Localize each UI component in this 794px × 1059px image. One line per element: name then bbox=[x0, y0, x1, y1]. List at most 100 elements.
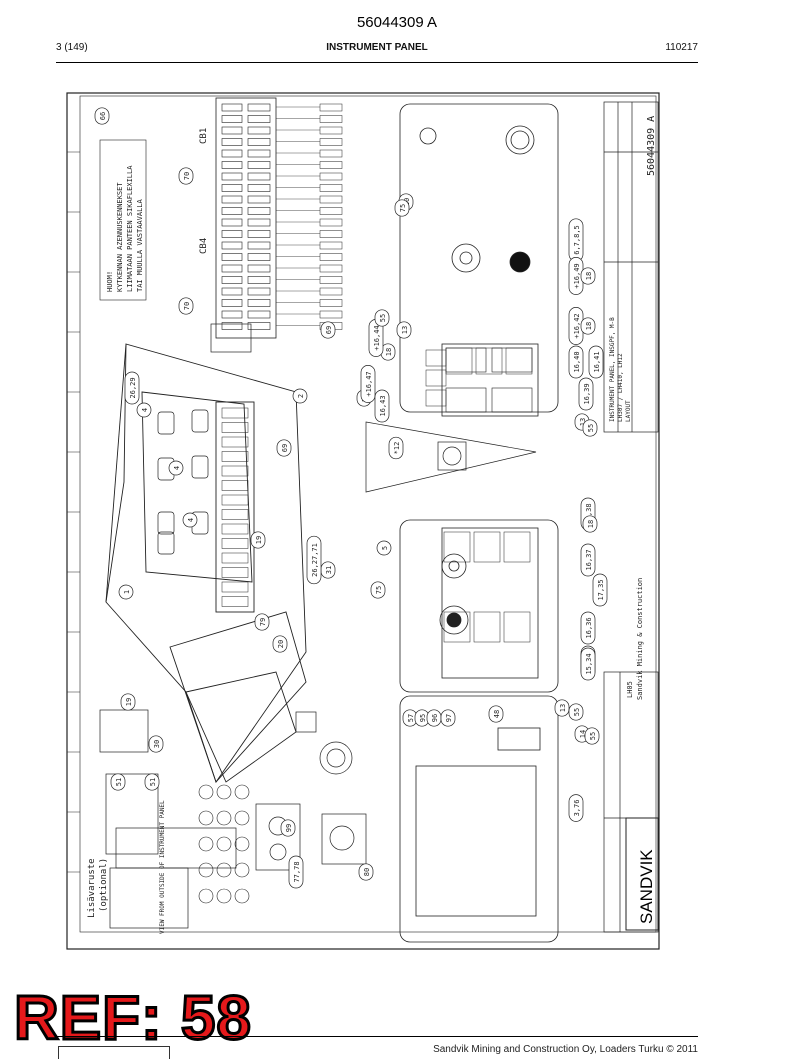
zone-ticks bbox=[67, 151, 80, 873]
page-title: INSTRUMENT PANEL bbox=[326, 42, 428, 53]
switch-module bbox=[443, 611, 471, 643]
callout: 19 bbox=[120, 693, 136, 711]
reference-stamp: REF: 58 bbox=[13, 984, 253, 1053]
callout: 55 bbox=[568, 703, 584, 721]
title-line-3: LAYOUT bbox=[625, 400, 632, 422]
callout: 96 bbox=[426, 709, 442, 727]
breaker bbox=[221, 126, 243, 135]
relay bbox=[221, 465, 249, 477]
switch-module bbox=[491, 387, 533, 413]
callout-label: 20 bbox=[277, 640, 285, 648]
switch-module bbox=[491, 347, 533, 373]
breaker bbox=[221, 115, 243, 123]
wire-tag bbox=[319, 184, 343, 192]
breaker-label bbox=[247, 230, 271, 238]
breaker-label bbox=[247, 276, 271, 284]
callout: 18 bbox=[580, 317, 596, 335]
callout-label: 16,41 bbox=[593, 351, 601, 372]
callout: 13 bbox=[396, 321, 412, 339]
callout: 2 bbox=[292, 388, 308, 404]
wire-tag bbox=[319, 138, 343, 146]
callout-label: +16,49 bbox=[573, 263, 581, 288]
callout: 18 bbox=[580, 267, 596, 285]
callout: 3,76 bbox=[568, 794, 584, 822]
callout-label: 75 bbox=[375, 586, 383, 594]
callout: 51 bbox=[110, 773, 126, 791]
callout-label: 18 bbox=[385, 348, 393, 356]
switch-module bbox=[425, 349, 447, 367]
circuit-breaker-rail: CB1 CB4 bbox=[199, 97, 343, 353]
callout: 77,78 bbox=[288, 855, 304, 889]
callout: 70 bbox=[178, 297, 194, 315]
connector-hole bbox=[234, 836, 250, 852]
panel-switch bbox=[191, 455, 209, 479]
wire-tag bbox=[319, 253, 343, 261]
callout: 26,27,71 bbox=[306, 535, 322, 585]
callout: 16,41 bbox=[588, 345, 604, 379]
panel-switch bbox=[157, 411, 175, 435]
cb1-label: CB1 bbox=[199, 128, 209, 144]
callout-label: 26,27,71 bbox=[311, 543, 319, 577]
callout-label: 75 bbox=[399, 204, 407, 212]
wire-tag bbox=[319, 230, 343, 238]
breaker-label bbox=[247, 207, 271, 215]
callout: 16,40 bbox=[568, 345, 584, 379]
callout: 80 bbox=[358, 863, 374, 881]
wire-tag bbox=[319, 195, 343, 204]
breaker-label bbox=[247, 241, 271, 250]
connector-hole bbox=[234, 810, 250, 826]
wire-tag bbox=[319, 161, 343, 169]
callout-label: 14 bbox=[579, 730, 587, 738]
callout: 16,39 bbox=[578, 377, 594, 411]
callout-label: 19 bbox=[125, 698, 133, 706]
callout: 57 bbox=[402, 709, 418, 727]
callout: 55 bbox=[584, 727, 600, 745]
callout-label: 16,36 bbox=[585, 617, 593, 638]
wire-tag bbox=[319, 299, 343, 307]
callout-label: 16,38 bbox=[585, 503, 593, 524]
callout-label: 15,34 bbox=[585, 653, 593, 674]
brand-logo: SANDVIK bbox=[625, 817, 659, 931]
callout-label: 16,37 bbox=[585, 549, 593, 570]
option-sub: (optional) bbox=[99, 858, 109, 912]
callout-label: 99 bbox=[285, 824, 293, 832]
header-date: 110217 bbox=[665, 42, 698, 53]
title-line-1: INSTRUMENT PANEL, INSGPF, M-B bbox=[609, 317, 616, 422]
callout-label: 13 bbox=[401, 326, 409, 334]
callout: 4 bbox=[182, 512, 198, 528]
breaker bbox=[221, 138, 243, 146]
callout: 26,29 bbox=[124, 371, 140, 405]
drawing-number: 56044309 A bbox=[646, 116, 657, 176]
callout-label: 5 bbox=[381, 546, 389, 550]
document-number: 56044309 A bbox=[356, 14, 438, 31]
view-note: VIEW FROM OUTSIDE OF INSTRUMENT PANEL bbox=[159, 800, 166, 934]
relay bbox=[221, 480, 249, 491]
connector-hole bbox=[198, 888, 214, 904]
callout: 13 bbox=[554, 699, 570, 717]
breaker-label bbox=[247, 299, 271, 307]
switch-module bbox=[473, 531, 501, 563]
breaker-label bbox=[247, 195, 271, 204]
title-block bbox=[603, 101, 659, 933]
callout-label: 55 bbox=[587, 424, 595, 432]
optional-items bbox=[99, 709, 367, 929]
callout: 69 bbox=[276, 439, 292, 457]
switch-module bbox=[445, 347, 487, 373]
breaker bbox=[221, 161, 243, 169]
technical-drawing: HUOM! KYTKENNAN AZENNUSKENNEKSET LIIMATA… bbox=[66, 92, 660, 950]
callout-label: 18 bbox=[585, 322, 593, 330]
callout: 75 bbox=[370, 581, 386, 599]
callout-label: 26,29 bbox=[129, 377, 137, 398]
callout-label: 4 bbox=[173, 466, 181, 470]
callout-label: 96 bbox=[431, 714, 439, 722]
callout-label: 48 bbox=[493, 710, 501, 718]
callout-label: 55 bbox=[589, 732, 597, 740]
callout-label: 16,43 bbox=[379, 395, 387, 416]
switch-module bbox=[505, 347, 533, 375]
breaker bbox=[221, 207, 243, 215]
breaker bbox=[221, 172, 243, 181]
breaker bbox=[221, 264, 243, 273]
brand-name: SANDVIK bbox=[637, 849, 656, 924]
callout-label: 79 bbox=[259, 618, 267, 626]
callout-label: 16,40 bbox=[573, 351, 581, 372]
